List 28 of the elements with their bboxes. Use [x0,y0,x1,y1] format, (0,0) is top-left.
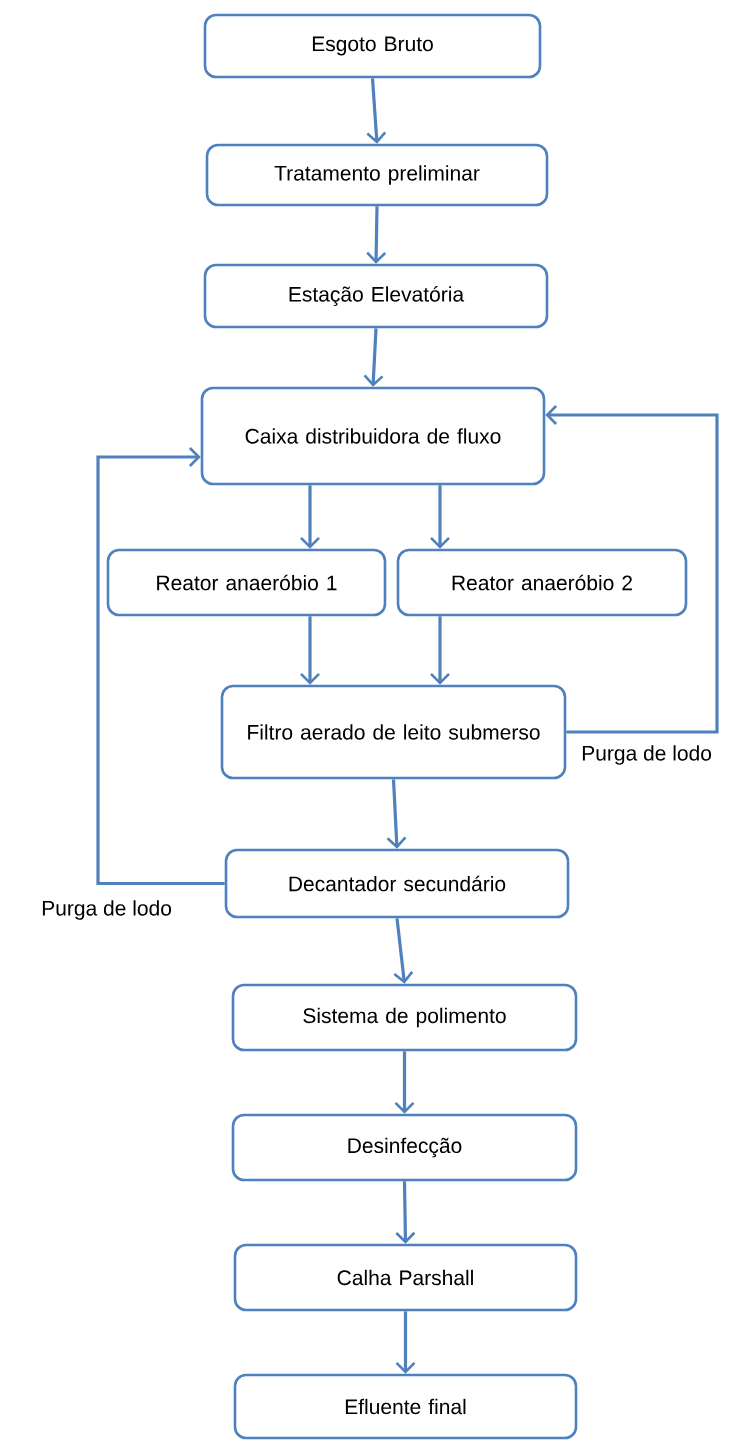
process-box: Sistema de polimento [231,983,578,1052]
process-box: Calha Parshall [233,1243,578,1312]
process-box: Reator anaeróbio 2 [396,548,688,617]
process-box: Tratamento preliminar [205,143,549,207]
arrow [366,206,387,264]
arrow [96,447,225,886]
arrow [394,1051,415,1114]
arrow [395,1311,416,1374]
process-box: Desinfecção [231,1113,578,1182]
process-box: Filtro aerado de leito submerso [220,684,567,780]
arrow [366,78,387,144]
edge-label: Purga de lodo [582,745,712,765]
arrow [430,485,450,549]
arrow [430,616,450,685]
process-box: Caixa distribuidora de fluxo [200,386,546,486]
arrow [300,485,320,549]
arrow [386,779,407,849]
arrow [363,328,384,387]
process-box: Efluente final [233,1373,578,1440]
arrow [545,405,719,734]
edge-label: Purga de lodo [42,900,172,920]
process-box: Esgoto Bruto [203,13,542,79]
arrow [395,1181,416,1244]
process-box: Decantador secundário [224,848,570,919]
arrow [300,616,320,685]
process-box: Estação Elevatória [203,263,549,329]
arrow [393,918,414,984]
process-box: Reator anaeróbio 1 [106,548,387,617]
